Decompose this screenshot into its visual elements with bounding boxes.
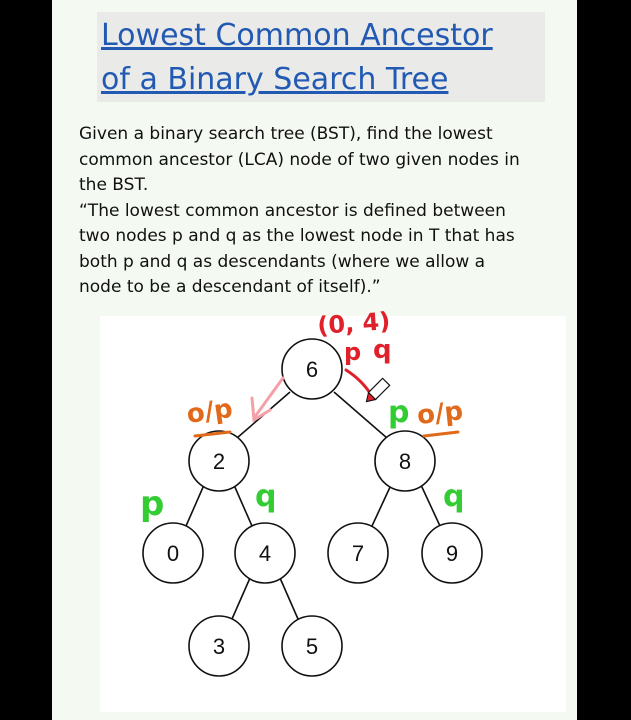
annotation-underline-left [193,430,232,438]
description-line: common ancestor (LCA) node of two given … [79,149,520,170]
svg-text:5: 5 [306,634,318,659]
edge-4-5 [279,577,299,620]
slide: Lowest Common Ancestor of a Binary Searc… [52,0,577,720]
annotation-op-left: o/p [185,394,235,430]
description-line: the BST. [79,175,149,195]
annotation-p-green-right: p [388,395,409,430]
svg-text:7: 7 [352,541,364,566]
tree-node-0: 0 [142,522,204,584]
description-line: two nodes p and q as the lowest node in … [79,226,515,246]
tree-node-5: 5 [281,615,343,677]
tree-node-2: 2 [188,430,250,492]
edge-2-4 [233,484,253,527]
annotation-p-left: p [140,484,164,524]
edge-6-8 [333,391,388,439]
pencil-cursor-icon [365,377,391,403]
annotation-q-right: q [443,479,464,514]
svg-text:2: 2 [213,449,225,474]
svg-text:3: 3 [213,634,225,659]
edge-2-0 [185,484,205,527]
edge-8-9 [420,484,441,527]
description-line: node to be a descendant of itself).” [79,277,381,297]
svg-text:6: 6 [306,357,318,382]
description-line: “The lowest common ancestor is defined b… [79,200,506,221]
annotation-range: (0, 4) [316,307,391,340]
description-line: Given a binary search tree (BST), find t… [79,124,493,144]
tree-node-7: 7 [327,522,389,584]
edge-4-3 [231,577,251,620]
tree-node-8: 8 [374,430,436,492]
description-line: both p and q as descendants (where we al… [79,251,486,272]
annotation-op-right: o/p [416,396,465,431]
svg-text:8: 8 [399,449,411,474]
tree-node-9: 9 [421,522,483,584]
svg-text:0: 0 [167,541,179,566]
title-box [97,12,545,102]
svg-text:4: 4 [259,541,271,566]
annotation-p-top: p [344,338,361,366]
problem-description: Given a binary search tree (BST), find t… [79,122,549,301]
annotation-pink-arrow [250,376,285,423]
title-line-1: Lowest Common Ancestor [101,18,493,53]
annotation-underline-right [422,430,460,438]
tree-node-4: 4 [234,522,296,584]
svg-text:9: 9 [446,541,458,566]
annotation-q-top: q [373,335,392,365]
title-line-2: of a Binary Search Tree [101,62,449,97]
tree-node-3: 3 [188,615,250,677]
tree-node-6: 6 [281,338,343,400]
edge-8-7 [371,484,392,527]
annotation-q-mid: q [255,479,276,514]
